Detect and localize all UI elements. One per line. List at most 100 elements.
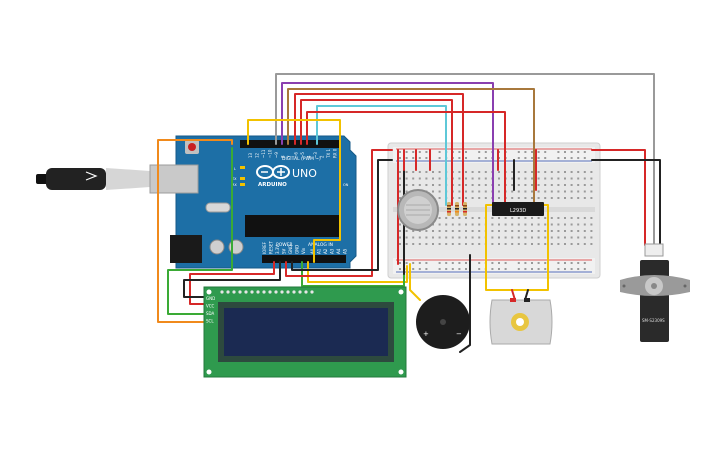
breadboard-hole <box>570 230 573 232</box>
breadboard-hole <box>458 171 461 173</box>
breadboard-hole <box>517 217 520 219</box>
breadboard-hole <box>471 223 474 226</box>
breadboard-hole <box>570 197 573 199</box>
breadboard-hole <box>544 217 547 219</box>
power-pin-label: RESET <box>269 241 274 254</box>
buzzer-minus-label: − <box>456 330 462 338</box>
breadboard-hole <box>531 236 533 239</box>
wire-black-lcd-gnd <box>183 261 281 298</box>
breadboard-hole <box>531 171 533 173</box>
breadboard-hole <box>583 197 586 199</box>
wire-red-top-3 <box>306 111 506 206</box>
breadboard-hole <box>537 223 540 226</box>
digital-pin-label: 7 <box>287 155 292 158</box>
breadboard-hole <box>445 243 448 245</box>
breadboard-hole <box>412 177 415 180</box>
breadboard-hole <box>570 217 573 219</box>
analog-pin-label: A2 <box>323 248 328 254</box>
breadboard-hole <box>445 262 448 264</box>
lcd-pad <box>262 290 266 294</box>
breadboard-hole <box>537 151 540 153</box>
breadboard-hole <box>498 223 500 226</box>
arduino-tx-label: TX <box>231 177 237 181</box>
breadboard-hole <box>432 230 434 232</box>
breadboard-hole <box>590 197 593 199</box>
breadboard-hole <box>399 262 401 264</box>
breadboard-hole <box>537 157 540 159</box>
breadboard-hole <box>438 223 441 226</box>
breadboard-hole <box>557 236 560 239</box>
arduino-analog-label: ANALOG IN <box>308 242 333 248</box>
breadboard-hole <box>531 151 533 153</box>
breadboard-hole <box>557 190 560 193</box>
breadboard-hole <box>583 243 586 245</box>
breadboard-hole <box>399 151 401 153</box>
breadboard-hole <box>590 243 593 245</box>
breadboard-hole <box>511 230 514 232</box>
breadboard-hole <box>517 236 520 239</box>
breadboard-hole <box>432 243 434 245</box>
breadboard-hole <box>471 236 474 239</box>
breadboard-hole <box>590 184 593 186</box>
breadboard-hole <box>564 223 566 226</box>
breadboard-hole <box>550 177 553 180</box>
breadboard-hole <box>412 268 415 270</box>
breadboard-hole <box>577 262 580 264</box>
breadboard-hole <box>498 230 500 232</box>
digital-pin-label: ~6 <box>294 152 299 158</box>
breadboard-hole <box>458 217 461 219</box>
lcd-pad <box>310 290 314 294</box>
breadboard-hole <box>570 184 573 186</box>
breadboard-hole <box>524 177 527 180</box>
breadboard-hole <box>412 262 415 264</box>
wire-red-servo <box>591 149 646 246</box>
breadboard-hole <box>418 243 421 245</box>
breadboard-hole <box>564 262 566 264</box>
wire-black-servo <box>591 159 661 246</box>
breadboard-hole <box>544 151 547 153</box>
breadboard-hole <box>451 262 454 264</box>
breadboard-hole <box>458 262 461 264</box>
breadboard-hole <box>570 268 573 270</box>
breadboard-hole <box>399 230 401 232</box>
breadboard-hole <box>405 151 408 153</box>
breadboard-hole <box>412 171 415 173</box>
arduino-model-label: UNO <box>292 167 317 180</box>
breadboard-hole <box>524 230 527 232</box>
breadboard-hole <box>451 268 454 270</box>
breadboard-hole <box>577 151 580 153</box>
breadboard-hole <box>471 184 474 186</box>
breadboard-hole <box>557 197 560 199</box>
breadboard-hole <box>399 268 401 270</box>
breadboard-hole <box>399 177 401 180</box>
breadboard-hole <box>531 230 533 232</box>
breadboard-hole <box>491 262 494 264</box>
power-pin-label: GND <box>288 245 293 254</box>
breadboard-hole <box>465 151 467 153</box>
dc-motor <box>489 298 553 345</box>
breadboard-hole <box>550 197 553 199</box>
breadboard-hole <box>425 262 428 264</box>
breadboard-hole <box>498 171 500 173</box>
breadboard-hole <box>537 262 540 264</box>
breadboard-hole <box>412 184 415 186</box>
breadboard-hole <box>537 236 540 239</box>
breadboard-hole <box>557 184 560 186</box>
breadboard-hole <box>544 268 547 270</box>
breadboard-hole <box>511 190 514 193</box>
breadboard-hole <box>524 190 527 193</box>
lcd-pad <box>256 290 260 294</box>
breadboard-hole <box>517 151 520 153</box>
breadboard-hole <box>583 217 586 219</box>
lcd-pad <box>220 290 224 294</box>
breadboard-hole <box>484 184 487 186</box>
breadboard-hole <box>511 177 514 180</box>
breadboard-hole <box>425 243 428 245</box>
breadboard-hole <box>471 243 474 245</box>
wires <box>157 73 661 353</box>
breadboard-hole <box>498 197 500 199</box>
breadboard-hole <box>465 236 467 239</box>
